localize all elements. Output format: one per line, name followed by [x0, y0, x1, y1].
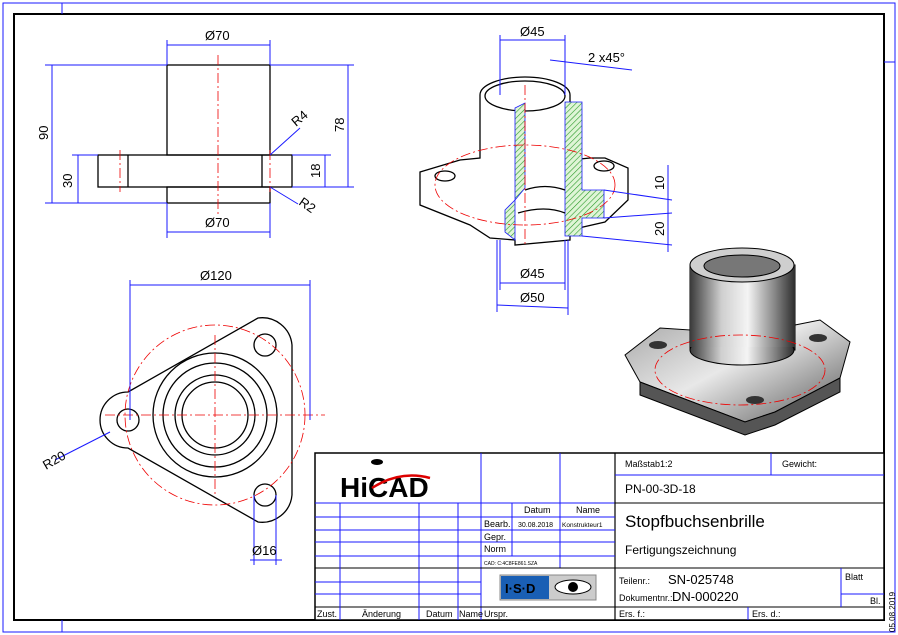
isd-logo-label: I·S·D	[505, 581, 535, 596]
lobe-radius-label: R20	[40, 448, 68, 473]
hicad-logo: HiCAD	[340, 459, 431, 503]
top-view: Ø120 R20 Ø16	[40, 268, 325, 565]
dia-bottom-label: Ø70	[205, 215, 230, 230]
section-view: Ø45 2 x45° 10 20 Ø45 Ø50	[419, 24, 673, 315]
subtitle-label: Fertigungszeichnung	[625, 543, 736, 557]
height-flange-label: 10	[652, 176, 667, 190]
sheets-label-label: Bl.	[870, 596, 881, 606]
rev-name-label: Name	[459, 609, 483, 619]
row-gepr-label: Gepr.	[484, 532, 506, 542]
col-name-label: Name	[576, 505, 600, 515]
title-block: HiCAD Maßstab1:2 Gewicht: PN-00-3D-18 Da…	[314, 452, 897, 632]
doc-no-label-label: Dokumentnr.:	[619, 593, 673, 603]
rev-zust-label: Zust.	[317, 609, 337, 619]
rev-change-label: Änderung	[362, 609, 401, 619]
front-view: Ø70 Ø70 90 30 78 18 R4 R2	[36, 28, 354, 238]
row-bearb-label: Bearb.	[484, 519, 511, 529]
title-label: Stopfbuchsenbrille	[625, 512, 765, 531]
cad-file-label: CAD: C:4C8FE861.SZA	[484, 561, 538, 567]
isd-logo: I·S·D	[499, 574, 597, 601]
radius-top-label: R4	[288, 107, 310, 129]
rendered-3d-view	[624, 247, 851, 436]
part-code-label: PN-00-3D-18	[625, 482, 696, 496]
height-boss-label: 20	[652, 222, 667, 236]
bearb-date-label: 30.08.2018	[518, 522, 553, 529]
flange-thickness-label: 18	[308, 164, 323, 178]
dia-boss-label: Ø50	[520, 290, 545, 305]
replaced-by-label: Ers. d.:	[752, 609, 781, 619]
dia-top-label: Ø70	[205, 28, 230, 43]
origin-label: Urspr.	[484, 609, 508, 619]
replaces-label: Ers. f.:	[619, 609, 645, 619]
doc-no-label: DN-000220	[672, 589, 739, 604]
sheet-label-label: Blatt	[845, 572, 864, 582]
height-body-label: 78	[332, 118, 347, 132]
logo-label: HiCAD	[340, 472, 429, 503]
height-flange-boss-label: 30	[60, 174, 75, 188]
hole-dia-label: Ø16	[252, 543, 277, 558]
weight-label-label: Gewicht:	[782, 459, 817, 469]
dia-inner-top-label: Ø45	[520, 24, 545, 39]
rev-date-label: Datum	[426, 609, 453, 619]
height-total-label: 90	[36, 126, 51, 140]
chamfer-label: 2 x45°	[588, 50, 625, 65]
col-date-label: Datum	[524, 505, 551, 515]
dia-bolt-circle-label: Ø120	[200, 268, 232, 283]
part-no-label: SN-025748	[668, 572, 734, 587]
bearb-name-label: Konstrukteur1	[562, 522, 603, 529]
dia-inner-bottom-label: Ø45	[520, 266, 545, 281]
scale-label: Maßstab1:2	[625, 459, 673, 469]
row-norm-label: Norm	[484, 544, 506, 554]
part-no-label-label: Teilenr.:	[619, 576, 650, 586]
radius-bottom-label: R2	[296, 194, 318, 216]
print-date-label: 05.08.2019	[888, 591, 897, 632]
